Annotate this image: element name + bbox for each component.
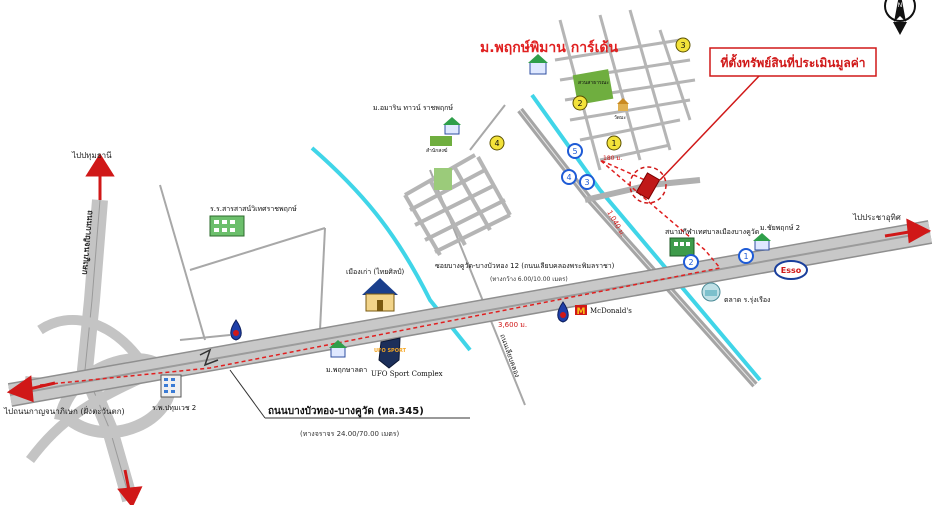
svg-text:1: 1 bbox=[611, 139, 616, 148]
main-road-width: (ทางจราจร 24.00/70.00 เมตร) bbox=[300, 430, 400, 438]
mcdonalds-icon: M bbox=[575, 305, 587, 317]
subject-pointer bbox=[629, 74, 761, 204]
hospital-icon bbox=[160, 374, 182, 398]
village-icon-title bbox=[528, 54, 548, 75]
route-marker-2: 2 bbox=[683, 254, 699, 270]
marker-3: 3 bbox=[675, 37, 691, 53]
canal-road-label: ถนนเลียบคลอง bbox=[498, 333, 521, 379]
gas-station-icon bbox=[230, 319, 242, 341]
page-title: ม.พฤกษ์พิมาน การ์เด้น bbox=[480, 39, 618, 56]
village-grid-amarin bbox=[403, 153, 512, 257]
chaiyaphruek-label: ม.ชัยพฤกษ์ 2 bbox=[760, 224, 800, 232]
gas-station-icon-2 bbox=[557, 301, 569, 323]
esso-icon bbox=[774, 260, 808, 280]
soi-road-label: ซอยบางคูวัด-บางบัวทอง 12 (ถนนเลียบคลองพร… bbox=[435, 262, 615, 270]
direction-east-label: ไปประชาอุทิศ bbox=[852, 213, 901, 222]
main-road-label: ถนนบางบัวทอง-บางคูวัด (ทล.345) bbox=[268, 405, 424, 418]
highway-break bbox=[199, 348, 219, 367]
marker-1: 1 bbox=[606, 135, 622, 151]
temple-label: วัดมะ bbox=[614, 115, 626, 121]
ufo-sport-icon: UFO SPORT bbox=[374, 337, 407, 369]
route-marker-5: 5 bbox=[567, 143, 583, 159]
green-area-amarin bbox=[430, 136, 452, 146]
house-icon bbox=[362, 278, 398, 312]
route-marker-4: 4 bbox=[561, 169, 577, 185]
canal-east bbox=[530, 93, 762, 382]
school-icon bbox=[209, 215, 245, 237]
school-label: ร.ร.สารสาสน์วิเทศราชพฤกษ์ bbox=[210, 205, 297, 213]
esso-label: Esso bbox=[781, 266, 802, 275]
park-amarin bbox=[434, 168, 452, 190]
ufo-sport-sign: UFO SPORT bbox=[374, 348, 407, 354]
marker-4: 4 bbox=[489, 135, 505, 151]
pruksa-village-label: ม.พฤกษาลดา bbox=[326, 366, 367, 374]
village-icon-amarin bbox=[443, 117, 461, 135]
marker-2: 2 bbox=[572, 95, 588, 111]
mueang-kao-label: เมืองเก่า (ไทยศิลป์) bbox=[346, 267, 405, 276]
park-label: สวนสาธารณะ bbox=[578, 80, 609, 86]
route-marker-3: 3 bbox=[579, 174, 595, 190]
direction-west-label: ไปถนนกาญจนาภิเษก (ฝั่งตะวันตก) bbox=[3, 405, 125, 416]
market-label: ตลาด ร.รุ่งเรือง bbox=[724, 296, 770, 304]
route-line bbox=[39, 159, 722, 386]
svg-text:M: M bbox=[577, 307, 586, 317]
svg-text:2: 2 bbox=[688, 258, 693, 267]
canal-west bbox=[310, 146, 472, 352]
park-north bbox=[572, 69, 614, 105]
svg-text:4: 4 bbox=[494, 139, 499, 148]
compass-icon: N bbox=[884, 0, 916, 35]
temple-icon bbox=[617, 98, 629, 111]
stadium-icon bbox=[669, 237, 695, 257]
subject-box-label: ที่ตั้งทรัพย์สินที่ประเมินมูลค่า bbox=[720, 53, 865, 71]
direction-north-label: ไปปทุมธานี bbox=[71, 151, 112, 160]
mcdonalds-label: McDonald's bbox=[590, 307, 632, 315]
hospital-label: ร.พ.ปทุมเวช 2 bbox=[152, 404, 196, 412]
ufo-label: UFO Sport Complex bbox=[371, 370, 443, 378]
direction-arrows bbox=[6, 153, 932, 505]
ring-road-interchange bbox=[24, 199, 177, 503]
svg-text:4: 4 bbox=[566, 173, 571, 182]
market-icon bbox=[701, 282, 721, 302]
svg-text:5: 5 bbox=[572, 147, 577, 156]
distance-3600: 3,600 ม. bbox=[498, 321, 527, 329]
village-icon-chaiyaphruek bbox=[753, 233, 771, 251]
svg-text:1: 1 bbox=[743, 252, 748, 261]
subject-box: ที่ตั้งทรัพย์สินที่ประเมินมูลค่า bbox=[709, 47, 877, 77]
stadium-label: สนามกีฬาเทศบาลเมืองบางคูวัด bbox=[665, 228, 759, 236]
distance-180: 180 ม. bbox=[603, 155, 622, 162]
svg-text:N: N bbox=[898, 2, 903, 9]
svg-text:2: 2 bbox=[577, 99, 582, 108]
green-area-label: สำนักสงฆ์ bbox=[426, 147, 448, 154]
soi-road-width: (ทางกว้าง 6.00/10.00 เมตร) bbox=[490, 276, 568, 283]
svg-text:3: 3 bbox=[584, 178, 589, 187]
svg-text:3: 3 bbox=[680, 41, 685, 50]
main-highway bbox=[7, 220, 933, 407]
route-marker-1: 1 bbox=[738, 248, 754, 264]
amarin-village-label: ม.อมาริน ทาวน์ ราชพฤกษ์ bbox=[373, 104, 453, 112]
village-icon-pruksa bbox=[329, 340, 347, 358]
